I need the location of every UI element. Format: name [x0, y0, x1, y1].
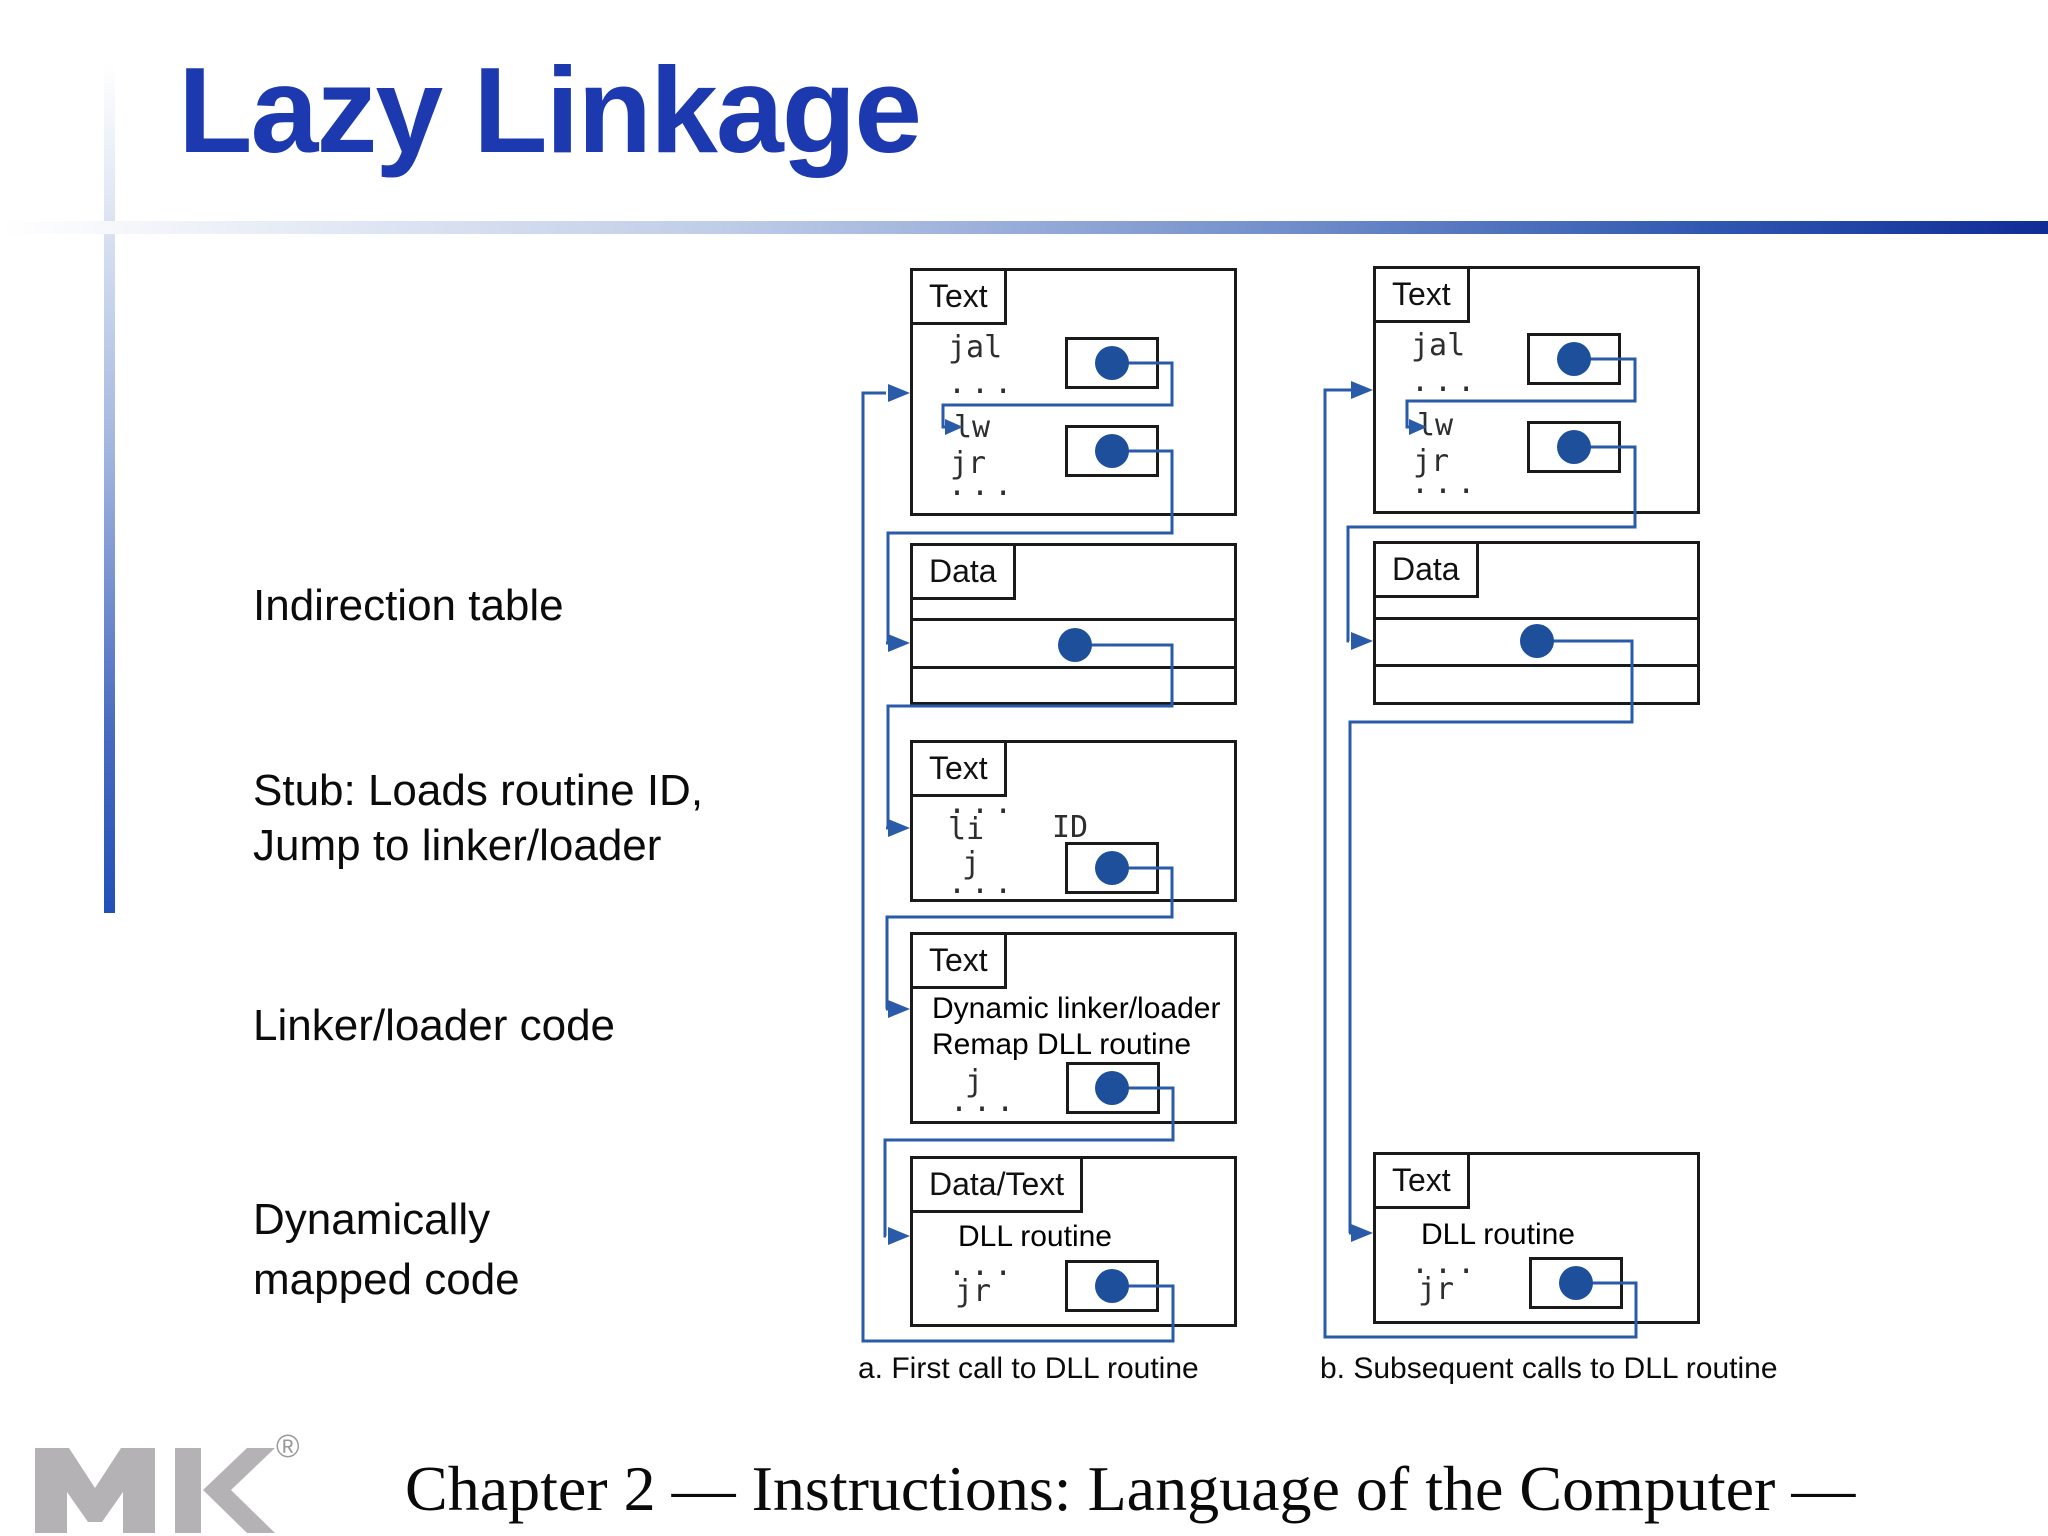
code-dots: ...: [948, 468, 1018, 503]
code-dots: ...: [1411, 466, 1481, 501]
accent-bar: [104, 62, 115, 913]
arrowhead-icon: [888, 384, 910, 402]
code-jr: jr: [955, 1274, 992, 1309]
table-divider: [1376, 664, 1697, 667]
box-b-dll-tab: Text: [1376, 1155, 1470, 1209]
pointer-box: [1529, 1257, 1623, 1309]
pointer-box: [1066, 1062, 1160, 1114]
pointer-box: [1065, 1260, 1159, 1312]
box-a-caller-text-tab: Text: [913, 271, 1007, 325]
arrowhead-icon: [888, 634, 910, 652]
caption-subsequent-calls: b. Subsequent calls to DLL routine: [1320, 1352, 1778, 1385]
text-dynamic-linker: Dynamic linker/loader: [932, 992, 1221, 1025]
box-b-data-table: Data: [1373, 541, 1700, 705]
connector-b-data-to-dll: [1348, 639, 1634, 1235]
table-divider: [913, 666, 1234, 669]
arrowhead-icon: [888, 1000, 910, 1018]
caption-first-call: a. First call to DLL routine: [858, 1352, 1199, 1385]
arrowhead-icon: [888, 1227, 910, 1245]
label-linker-loader-code: Linker/loader code: [253, 1001, 616, 1050]
title-rule: [0, 221, 2048, 234]
label-stub-line1: Stub: Loads routine ID,: [253, 766, 704, 815]
code-jr: jr: [1418, 1272, 1455, 1307]
label-indirection-table: Indirection table: [253, 581, 564, 630]
registered-mark: ®: [276, 1428, 300, 1464]
box-a-dll-tab: Data/Text: [913, 1159, 1084, 1213]
pointer-box: [1065, 842, 1159, 894]
arrowhead-icon: [1351, 1224, 1373, 1242]
code-id: ID: [1052, 810, 1089, 845]
label-dynamic-line1: Dynamically: [253, 1195, 491, 1244]
pointer-box: [1065, 425, 1159, 477]
code-jal: jal: [1411, 328, 1466, 363]
arrowhead-icon: [1351, 381, 1373, 399]
code-dots: ...: [950, 1084, 1020, 1119]
code-li: li: [948, 812, 985, 847]
box-a-linker-tab: Text: [913, 935, 1007, 989]
pointer-box: [1527, 333, 1621, 385]
code-dots: ...: [948, 866, 1018, 901]
box-b-caller-text-tab: Text: [1376, 269, 1470, 323]
pointer-box: [1527, 421, 1621, 473]
page-title: Lazy Linkage: [178, 42, 922, 178]
label-stub-line2: Jump to linker/loader: [253, 821, 662, 870]
table-divider: [913, 618, 1234, 621]
box-a-data-tab: Data: [913, 546, 1016, 600]
arrowhead-icon: [1351, 632, 1373, 650]
text-remap-dll: Remap DLL routine: [932, 1028, 1192, 1061]
footer-chapter-title: Chapter 2 — Instructions: Language of th…: [405, 1453, 1856, 1524]
code-dots: ...: [948, 366, 1018, 401]
code-jal: jal: [948, 330, 1003, 365]
code-lw: lw: [954, 410, 991, 445]
box-a-data-table: Data: [910, 543, 1237, 705]
mk-publisher-logo-icon: [35, 1448, 275, 1533]
code-lw: lw: [1417, 408, 1454, 443]
pointer-box: [1065, 337, 1159, 389]
table-divider: [1376, 617, 1697, 620]
label-dynamic-line2: mapped code: [253, 1255, 520, 1304]
code-dots: ...: [1411, 364, 1481, 399]
arrowhead-icon: [888, 819, 910, 837]
box-b-data-tab: Data: [1376, 544, 1479, 598]
